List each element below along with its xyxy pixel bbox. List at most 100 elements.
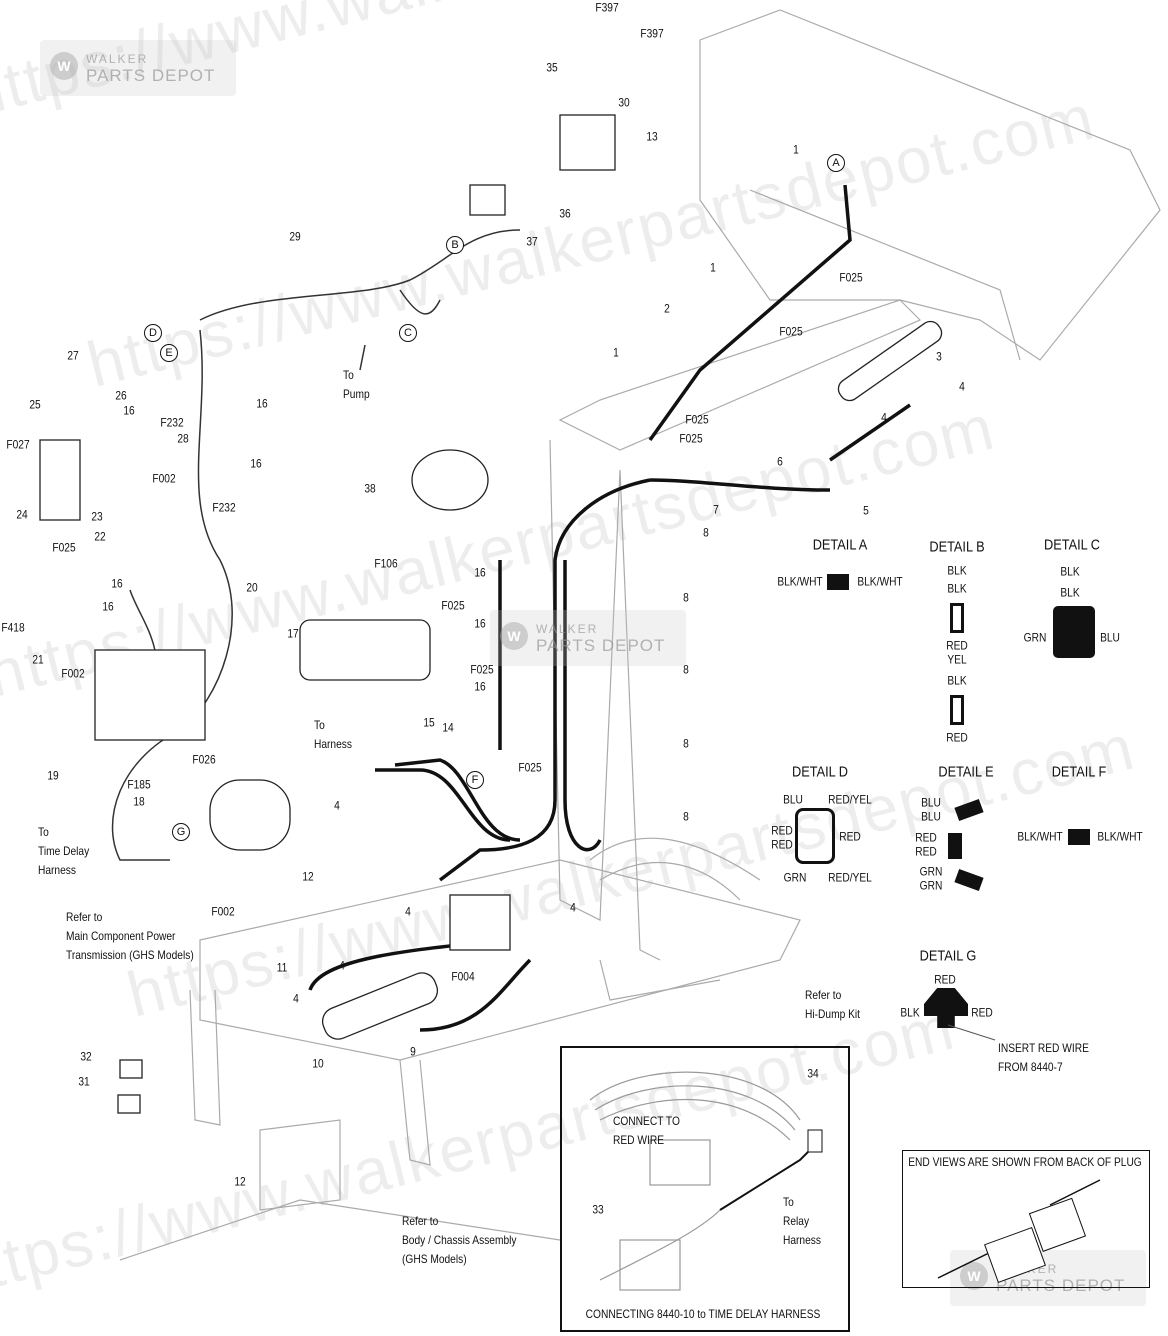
part-callout: 4 [405, 904, 411, 919]
logo-line1: WALKER [536, 622, 599, 636]
wire-label: RED [771, 837, 793, 852]
wire-label: RED [971, 1005, 993, 1020]
part-callout: 4 [334, 798, 340, 813]
part-callout: 4 [339, 958, 345, 973]
part-callout: F002 [211, 904, 235, 919]
wire-label: GRN [783, 870, 807, 885]
detail-a-title: DETAIL A [812, 536, 868, 554]
wire-label: YEL [947, 652, 967, 667]
end-view-note: END VIEWS ARE SHOWN FROM BACK OF PLUG [908, 1155, 1142, 1169]
part-callout: F025 [470, 662, 494, 677]
wire-label: RED [839, 829, 861, 844]
part-callout: F026 [192, 752, 216, 767]
part-callout: 16 [256, 396, 268, 411]
part-callout: F418 [1, 620, 25, 635]
detail-g-title: DETAIL G [919, 947, 977, 965]
wire-label: BLK [947, 563, 967, 578]
connector-icon [948, 833, 962, 859]
connector-3pin-icon [1053, 606, 1095, 658]
part-callout: 19 [47, 768, 59, 783]
wire-label: BLU [1100, 630, 1120, 645]
part-callout: 1 [793, 142, 799, 157]
part-callout: 8 [703, 525, 709, 540]
part-callout: 8 [683, 590, 689, 605]
part-callout: 30 [618, 95, 630, 110]
detail-reference-marker: D [144, 324, 162, 342]
part-callout: F185 [127, 777, 151, 792]
wire-label: RED/YEL [828, 870, 872, 885]
detail-c-title: DETAIL C [1044, 536, 1100, 554]
part-callout: 32 [80, 1049, 92, 1064]
connector-icon [950, 603, 964, 633]
part-callout: F397 [595, 0, 619, 15]
connector-4pin-icon [795, 808, 835, 864]
wire-label: RED/YEL [828, 792, 872, 807]
part-callout: 34 [807, 1066, 819, 1081]
relay-32 [119, 1059, 143, 1079]
part-callout: F106 [374, 556, 398, 571]
wire-label: GRN [1023, 630, 1047, 645]
part-callout: 16 [474, 565, 486, 580]
part-callout: 14 [442, 720, 454, 735]
wire-label: BLU [783, 792, 803, 807]
logo-line2: PARTS DEPOT [536, 636, 666, 655]
detail-reference-marker: B [446, 236, 464, 254]
wire-label: RED [771, 823, 793, 838]
part-callout: 17 [287, 626, 299, 641]
wire-label: BLK/WHT [1017, 829, 1063, 844]
part-callout: 22 [94, 529, 106, 544]
part-callout: F002 [61, 666, 85, 681]
detail-e-title: DETAIL E [938, 763, 994, 781]
part-callout: 21 [32, 652, 44, 667]
walker-parts-depot-logo: W WALKER PARTS DEPOT [40, 40, 236, 96]
logo-line2: PARTS DEPOT [86, 66, 216, 85]
wire-label: RED [915, 830, 937, 845]
logo-icon: W [500, 622, 528, 650]
connector-icon [950, 695, 964, 725]
detail-reference-marker: E [160, 344, 178, 362]
part-callout: 12 [302, 869, 314, 884]
part-callout: 23 [91, 509, 103, 524]
part-callout: F025 [518, 760, 542, 775]
part-callout: 29 [289, 229, 301, 244]
logo-icon: W [50, 52, 78, 80]
detail-reference-marker: A [827, 154, 845, 172]
part-callout: 12 [234, 1174, 246, 1189]
part-callout: 4 [959, 379, 965, 394]
part-callout: 6 [777, 454, 783, 469]
detail-f-title: DETAIL F [1051, 763, 1107, 781]
part-callout: F025 [679, 431, 703, 446]
wiring-harness [111, 229, 521, 861]
relay-37 [469, 184, 506, 216]
wire-label: BLK [947, 673, 967, 688]
part-callout: F027 [6, 437, 30, 452]
part-callout: 33 [592, 1202, 604, 1217]
part-callout: F002 [152, 471, 176, 486]
part-callout: 1 [613, 345, 619, 360]
part-callout: 11 [276, 960, 288, 975]
part-callout: 35 [546, 60, 558, 75]
part-callout: F232 [212, 500, 236, 515]
wire-label: BLK [947, 581, 967, 596]
relay-31 [117, 1094, 141, 1114]
part-callout: 1 [710, 260, 716, 275]
connector-2pin-icon [827, 574, 849, 590]
battery [94, 649, 206, 741]
part-callout: 2 [664, 301, 670, 316]
pulley [209, 779, 291, 851]
wire-label: RED [915, 844, 937, 859]
wire-label: GRN [919, 878, 943, 893]
part-callout: 10 [312, 1056, 324, 1071]
part-callout: F232 [160, 415, 184, 430]
part-callout: 8 [683, 662, 689, 677]
part-callout: 38 [364, 481, 376, 496]
wire-label: BLK/WHT [857, 574, 903, 589]
